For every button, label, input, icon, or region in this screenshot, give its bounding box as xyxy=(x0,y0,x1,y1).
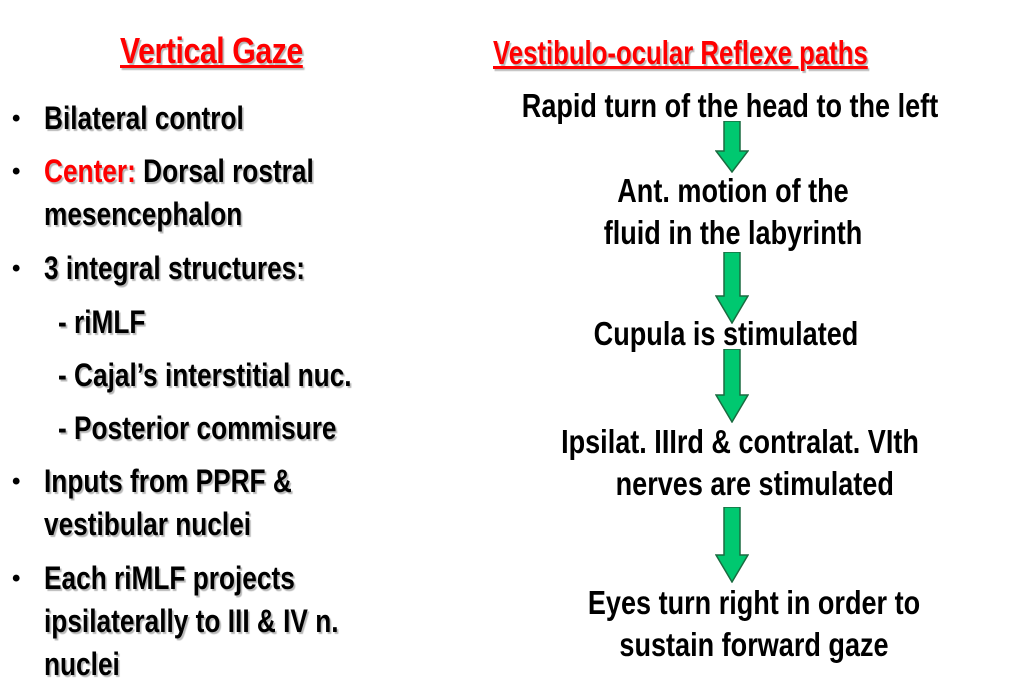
down-arrow-icon xyxy=(715,507,749,583)
bullet-text: 3 integral structures: xyxy=(44,250,306,286)
bullet-label: Dorsal rostral xyxy=(143,153,314,189)
bullet-text: Each riMLF projects xyxy=(44,560,295,596)
down-arrow-icon xyxy=(715,252,749,324)
bullet-icon: • xyxy=(12,105,21,132)
bullet-icon: • xyxy=(12,565,21,592)
flow-step-2: Ant. motion of the fluid in the labyrint… xyxy=(603,172,863,251)
bullet-text: Center: Dorsal rostral xyxy=(44,150,314,193)
right-title: Vestibulo-ocular Reflexe paths xyxy=(493,34,868,71)
sub-item: - Cajal’s interstitial nuc. xyxy=(58,357,352,393)
flow-step-3: Cupula is stimulated xyxy=(593,315,859,352)
down-arrow-icon xyxy=(715,121,749,173)
flow-step-4: Ipsilat. IIIrd & contralat. VIth nerves … xyxy=(561,423,919,502)
sub-item: - Posterior commisure xyxy=(58,410,337,446)
bullet-text: Bilateral control xyxy=(44,100,244,136)
flow-step-5: Eyes turn right in order to sustain forw… xyxy=(587,584,921,663)
bullet-icon: • xyxy=(12,255,21,282)
left-title: Vertical Gaze xyxy=(120,30,303,71)
flow-step-1: Rapid turn of the head to the left xyxy=(521,87,939,124)
sub-item: - riMLF xyxy=(58,304,146,340)
down-arrow-icon xyxy=(715,349,749,423)
bullet-text: Inputs from PPRF & xyxy=(44,463,292,499)
bullet-label-red: Center: xyxy=(44,153,136,189)
bullet-icon: • xyxy=(12,468,21,495)
bullet-icon: • xyxy=(12,158,21,185)
